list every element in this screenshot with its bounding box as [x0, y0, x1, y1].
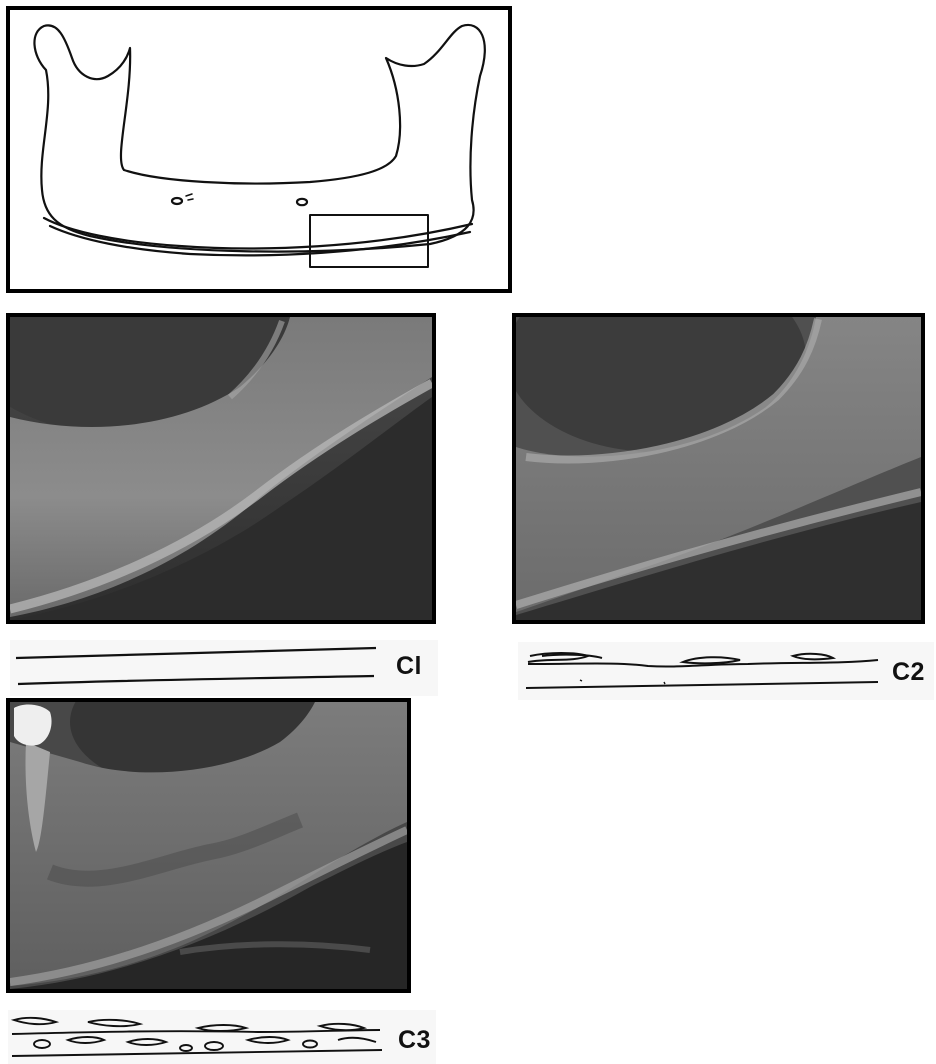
c1-cortex-lines: [10, 640, 438, 696]
radiograph-c2-image: [516, 317, 921, 620]
radiograph-c3-panel: [6, 698, 411, 993]
mental-foramen-right: [297, 199, 307, 205]
radiograph-c1-image: [10, 317, 432, 620]
c3-cortex-lines: [8, 1010, 436, 1064]
c2-label: C2: [892, 658, 925, 687]
c1-sketch: Cl: [10, 640, 438, 696]
radiograph-c2-panel: [512, 313, 925, 624]
radiograph-c3-image: [10, 702, 407, 989]
mandible-sketch-panel: [6, 6, 512, 293]
mental-foramen-left: [172, 198, 182, 204]
mandible-outline-drawing: [10, 10, 508, 289]
c3-sketch: C3: [8, 1010, 436, 1064]
mandible-outer-contour: [34, 25, 484, 252]
c2-cortex-lines: [518, 642, 934, 700]
radiograph-c1-panel: [6, 313, 436, 624]
foramen-mark: [186, 194, 193, 200]
c2-sketch: C2: [518, 642, 934, 700]
c1-label: Cl: [396, 652, 422, 681]
c3-label: C3: [398, 1026, 431, 1055]
